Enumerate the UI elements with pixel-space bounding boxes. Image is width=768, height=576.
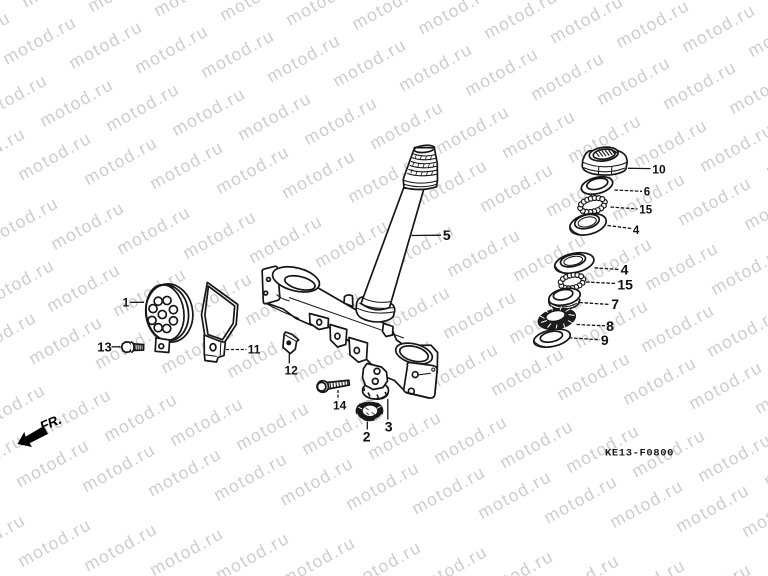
svg-text:9: 9: [601, 332, 609, 348]
svg-text:2: 2: [363, 429, 371, 445]
svg-text:15: 15: [639, 205, 652, 217]
svg-text:KE13-F0800: KE13-F0800: [605, 448, 674, 460]
svg-text:13: 13: [97, 339, 111, 354]
svg-text:6: 6: [644, 187, 650, 199]
svg-text:10: 10: [652, 163, 666, 177]
svg-text:5: 5: [443, 227, 451, 243]
svg-text:8: 8: [606, 318, 614, 334]
svg-text:4: 4: [633, 225, 640, 237]
svg-text:3: 3: [385, 419, 393, 435]
svg-text:15: 15: [617, 277, 633, 293]
svg-text:14: 14: [333, 398, 347, 412]
svg-text:4: 4: [621, 262, 629, 278]
svg-text:12: 12: [285, 364, 299, 378]
svg-text:1: 1: [123, 295, 130, 309]
svg-text:7: 7: [611, 296, 619, 312]
svg-text:11: 11: [248, 343, 261, 357]
